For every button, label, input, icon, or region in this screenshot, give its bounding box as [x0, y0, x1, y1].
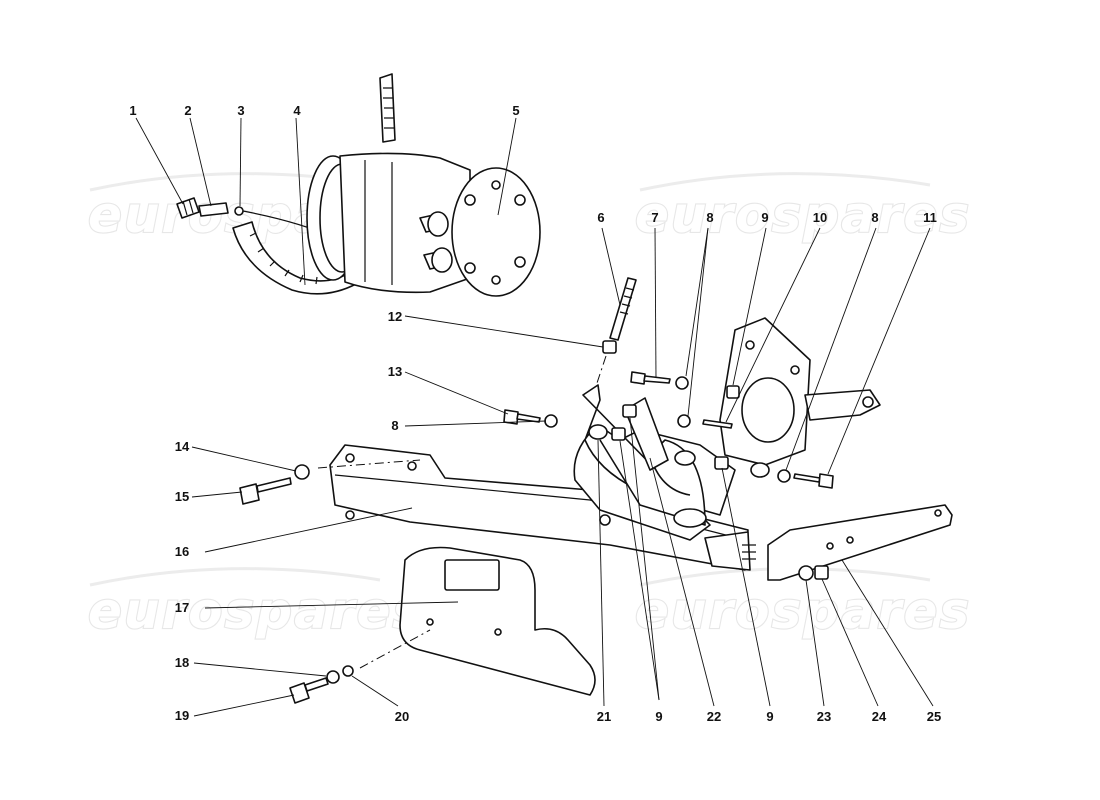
callout-5: 5: [512, 103, 519, 118]
callout-12: 12: [388, 309, 402, 324]
fasteners: [503, 371, 834, 489]
stud-and-nut: [595, 277, 637, 387]
callout-13: 13: [388, 364, 402, 379]
callout-24: 24: [872, 709, 887, 724]
callout-15: 15: [175, 489, 189, 504]
callout-4: 4: [293, 103, 301, 118]
drive-belt: [232, 73, 396, 295]
mounting-plate: [719, 317, 881, 466]
callout-9-top: 9: [761, 210, 768, 225]
callout-16: 16: [175, 544, 189, 559]
callout-2: 2: [184, 103, 191, 118]
callout-8-left: 8: [391, 418, 398, 433]
callout-9-bottom-right: 9: [766, 709, 773, 724]
lower-bolts: [239, 464, 354, 704]
bracket-rail: [317, 444, 756, 571]
callout-8-top-right: 8: [871, 210, 878, 225]
watermark-bottom-right: eurospares: [635, 582, 971, 640]
watermarks: eurospares eurospares eurospares eurospa…: [87, 172, 971, 641]
callout-20: 20: [395, 709, 409, 724]
callout-18: 18: [175, 655, 189, 670]
watermark-top-right: eurospares: [635, 186, 971, 244]
belt-cover: [359, 546, 596, 696]
callout-22: 22: [707, 709, 721, 724]
callout-17: 17: [175, 600, 189, 615]
callout-10: 10: [813, 210, 827, 225]
watermark-bottom-left: eurospares: [88, 582, 424, 640]
callout-19: 19: [175, 708, 189, 723]
side-bracket: [767, 504, 953, 581]
callout-3: 3: [237, 103, 244, 118]
callout-21: 21: [597, 709, 611, 724]
callout-25: 25: [927, 709, 941, 724]
callout-23: 23: [817, 709, 831, 724]
ac-compressor: [306, 152, 541, 297]
callout-8-top-left: 8: [706, 210, 713, 225]
callout-14: 14: [175, 439, 190, 454]
callout-11: 11: [923, 210, 937, 225]
leader-lines: [135, 117, 934, 717]
callout-labels: 1 2 3 4 5 6 7 8 9 10 8 11 12 13 8 14 15 …: [129, 103, 941, 724]
callout-1: 1: [129, 103, 136, 118]
callout-6: 6: [597, 210, 604, 225]
callout-7: 7: [651, 210, 658, 225]
callout-9-bottom-left: 9: [655, 709, 662, 724]
